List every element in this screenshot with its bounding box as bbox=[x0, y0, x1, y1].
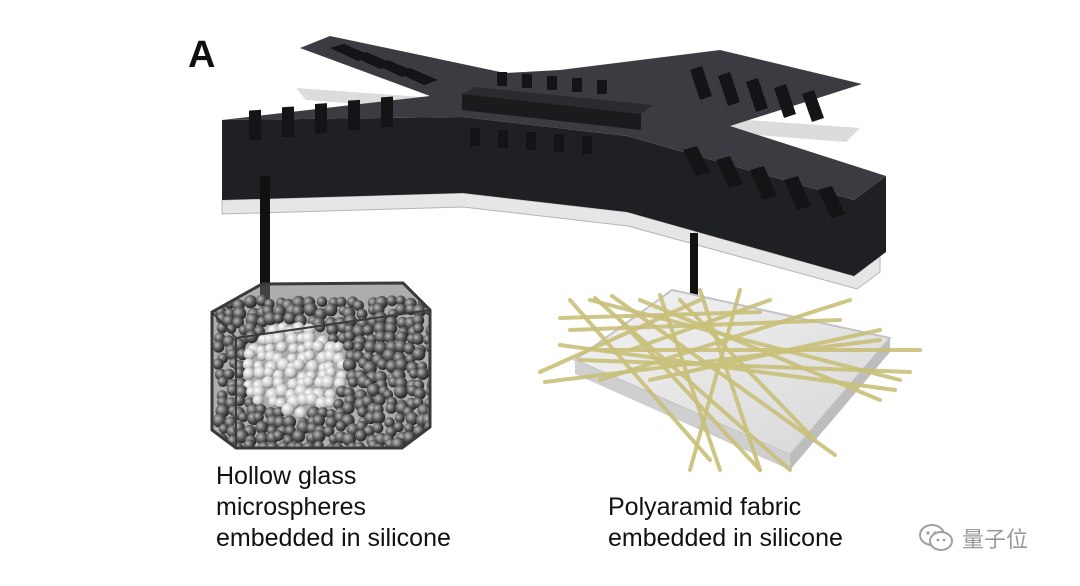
robot-slots-back-left bbox=[330, 44, 438, 85]
robot-side-face bbox=[222, 117, 886, 276]
label-polyaramid-fabric: Polyaramid fabric embedded in silicone bbox=[608, 492, 843, 554]
watermark: 量子位 bbox=[918, 522, 1028, 554]
label-line: embedded in silicone bbox=[216, 524, 451, 552]
robot-slots-left bbox=[249, 96, 393, 141]
label-line: Hollow glass bbox=[216, 462, 357, 490]
robot-slots-center bbox=[470, 72, 607, 154]
soft-robot-body bbox=[221, 36, 886, 290]
label-line: microspheres bbox=[216, 493, 367, 521]
robot-slots-back-right bbox=[690, 66, 824, 122]
robot-center-block bbox=[462, 87, 653, 114]
label-hollow-glass-microspheres: Hollow glass microspheres embedded in si… bbox=[216, 461, 451, 554]
microsphere-block-outline bbox=[210, 281, 432, 450]
watermark-text: 量子位 bbox=[962, 528, 1029, 553]
polyaramid-fabric-sheet bbox=[538, 288, 922, 472]
robot-base-layer bbox=[221, 192, 881, 290]
panel-letter: A bbox=[188, 34, 216, 76]
robot-slots-front-right bbox=[683, 146, 845, 218]
microsphere-block bbox=[210, 281, 432, 450]
label-line: Polyaramid fabric bbox=[608, 493, 802, 521]
label-line: embedded in silicone bbox=[608, 524, 843, 552]
wechat-icon bbox=[919, 524, 953, 551]
